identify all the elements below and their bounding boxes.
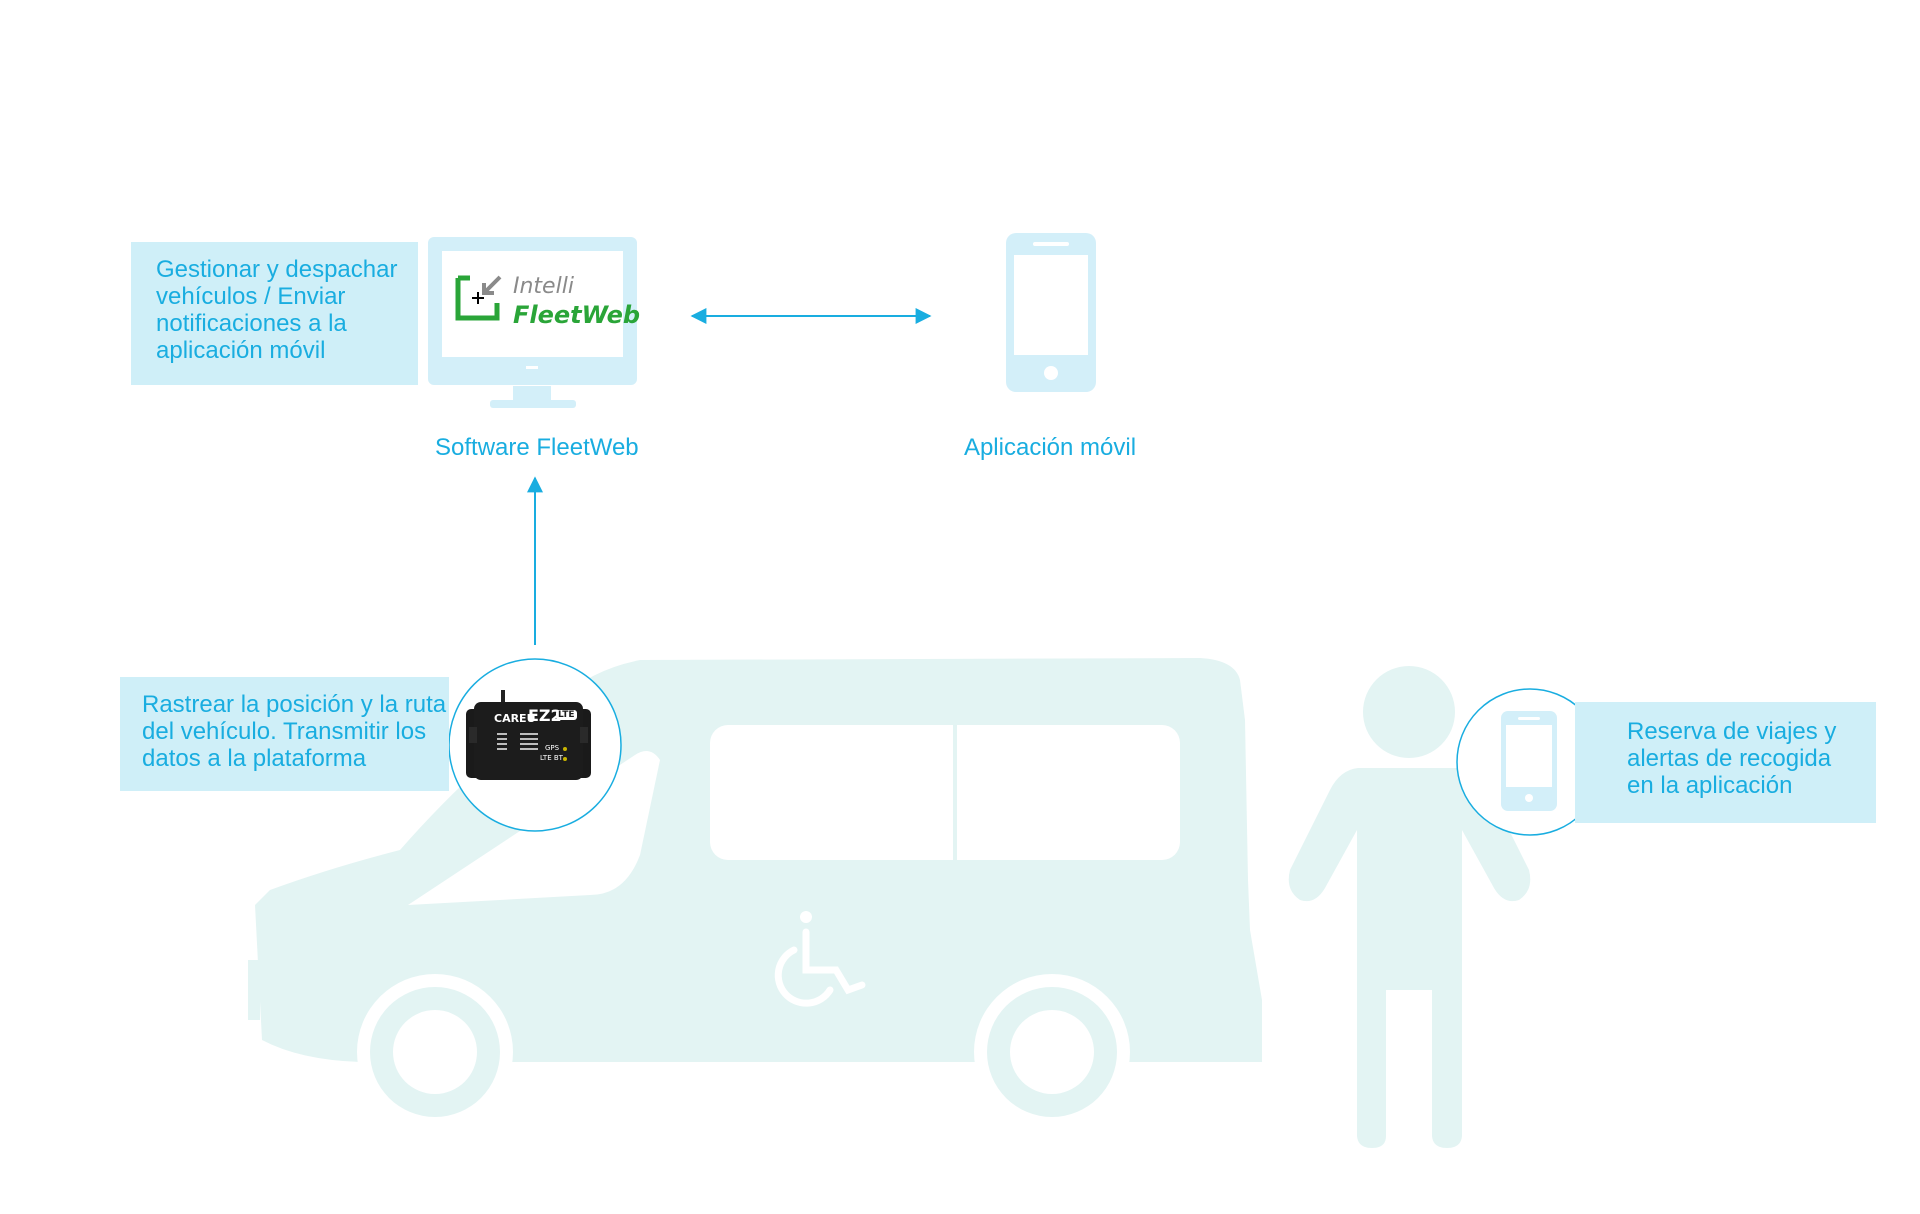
logo-intelli-text: Intelli — [513, 274, 574, 299]
tracker-model-badge: LTE — [556, 710, 577, 720]
software-callout: Gestionar y despachar vehículos / Enviar… — [131, 242, 418, 385]
desktop-monitor-icon — [428, 237, 637, 408]
smartphone-icon — [1006, 233, 1096, 392]
passenger-callout-line: alertas de recogida — [1627, 745, 1832, 772]
passenger-callout: Reserva de viajes y alertas de recogida … — [1575, 702, 1876, 823]
tracker-gps-label: GPS — [545, 744, 560, 752]
software-callout-line: Gestionar y despachar — [156, 256, 398, 283]
logo-fleetweb-text: FleetWeb — [513, 301, 641, 329]
passenger-callout-line: en la aplicación — [1627, 772, 1793, 799]
software-caption: Software FleetWeb — [435, 434, 639, 461]
fleetweb-logo: Intelli FleetWeb — [451, 271, 640, 341]
mobile-app-caption: Aplicación móvil — [963, 434, 1137, 461]
fleetweb-logo-mark — [455, 275, 502, 321]
tracker-model: EZ2 — [528, 706, 562, 725]
tracker-callout-line: datos a la plataforma — [142, 745, 367, 772]
tracker-brand: CAREU — [494, 712, 536, 725]
software-callout-line: notificaciones a la — [156, 310, 347, 337]
van-window — [710, 725, 1180, 860]
tracker-callout: Rastrear la posición y la ruta del vehíc… — [120, 677, 449, 791]
passenger-phone-icon — [1501, 711, 1557, 811]
tracker-device — [466, 690, 591, 780]
person-silhouette — [1288, 666, 1531, 1148]
tracker-callout-line: Rastrear la posición y la ruta — [142, 691, 447, 718]
software-callout-line: vehículos / Enviar — [156, 283, 346, 310]
wheelchair-accessible-icon — [774, 911, 866, 1007]
passenger-callout-line: Reserva de viajes y — [1627, 718, 1837, 745]
tracker-lte-label: LTE BT — [540, 754, 563, 762]
tracker-callout-line: del vehículo. Transmitir los — [142, 718, 427, 745]
software-callout-line: aplicación móvil — [156, 337, 326, 364]
